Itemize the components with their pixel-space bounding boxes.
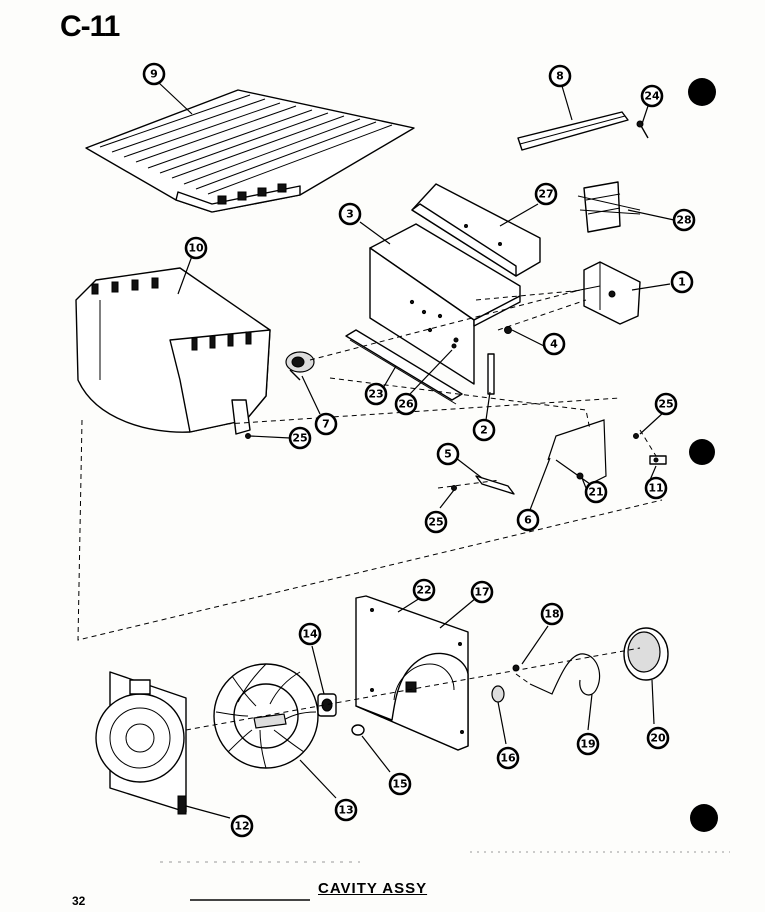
callout-25-left: 25 [288, 426, 312, 450]
callout-6: 6 [516, 508, 540, 532]
washer-16 [491, 685, 505, 703]
callout-12: 12 [230, 814, 254, 838]
fan-motor-7 [285, 351, 315, 381]
callout-18: 18 [540, 602, 564, 626]
svg-text:24: 24 [644, 90, 660, 103]
callout-23: 23 [364, 382, 388, 406]
callout-10: 10 [184, 236, 208, 260]
callout-3: 3 [338, 202, 362, 226]
callout-20: 20 [646, 726, 670, 750]
svg-text:21: 21 [588, 486, 603, 499]
bracket-27 [411, 183, 541, 277]
callout-25-right: 25 [654, 392, 678, 416]
svg-text:2: 2 [480, 424, 488, 437]
svg-text:25: 25 [428, 516, 443, 529]
hub-14 [317, 693, 337, 717]
callout-27: 27 [534, 182, 558, 206]
callout-2: 2 [472, 418, 496, 442]
wire-rod-6 [547, 419, 607, 485]
svg-text:8: 8 [556, 70, 564, 83]
shelf-rack [85, 89, 415, 213]
bracket-plate-5 [475, 475, 515, 495]
callout-11: 11 [644, 476, 668, 500]
callout-26: 26 [394, 392, 418, 416]
page-number: 32 [72, 894, 86, 908]
svg-text:25: 25 [292, 432, 307, 445]
drawing-caption: CAVITY ASSY [318, 880, 428, 897]
svg-text:27: 27 [538, 188, 553, 201]
svg-text:15: 15 [392, 778, 407, 791]
clip-assembly-28 [577, 181, 641, 233]
svg-text:16: 16 [500, 752, 516, 765]
fan-housing-12 [95, 671, 187, 815]
lower-channel-23 [345, 329, 463, 405]
leader-lines [157, 81, 675, 819]
timer-motor-1 [569, 261, 641, 325]
screw-25c [451, 485, 457, 491]
callout-5: 5 [436, 442, 460, 466]
svg-text:4: 4 [550, 338, 558, 351]
coil-spring-19 [529, 653, 601, 696]
cover-disc-20 [623, 627, 669, 681]
svg-text:19: 19 [580, 738, 595, 751]
callout-1: 1 [670, 270, 694, 294]
svg-text:12: 12 [234, 820, 249, 833]
callout-9: 9 [142, 62, 166, 86]
callout-7: 7 [314, 412, 338, 436]
nut-4 [504, 326, 512, 334]
svg-text:7: 7 [322, 418, 330, 431]
registration-dot-top [688, 78, 716, 106]
callout-24: 24 [640, 84, 664, 108]
callout-22: 22 [412, 578, 436, 602]
svg-text:6: 6 [524, 514, 532, 527]
callout-16: 16 [496, 746, 520, 770]
page-label: C-11 [60, 10, 120, 43]
registration-dot-bottom [690, 804, 718, 832]
washer-26 [451, 343, 457, 349]
callout-28: 28 [672, 208, 696, 232]
svg-text:13: 13 [338, 804, 353, 817]
latch-11 [649, 455, 667, 465]
cavity-box-3 [369, 223, 521, 385]
callout-17: 17 [470, 580, 494, 604]
svg-text:9: 9 [150, 68, 158, 81]
svg-text:17: 17 [474, 586, 489, 599]
svg-text:26: 26 [398, 398, 414, 411]
post-2 [487, 353, 495, 395]
callout-8: 8 [548, 64, 572, 88]
callout-13: 13 [334, 798, 358, 822]
svg-text:1: 1 [678, 276, 686, 289]
mounting-plate-22 [355, 595, 469, 751]
svg-text:20: 20 [650, 732, 666, 745]
svg-text:18: 18 [544, 608, 559, 621]
svg-text:11: 11 [648, 482, 663, 495]
svg-text:25: 25 [658, 398, 673, 411]
rail-strip [517, 111, 629, 151]
svg-text:3: 3 [346, 208, 354, 221]
svg-text:23: 23 [368, 388, 383, 401]
callout-21: 21 [584, 480, 608, 504]
fastener-21 [576, 472, 584, 480]
svg-text:22: 22 [416, 584, 431, 597]
registration-dot-middle [689, 439, 715, 465]
callout-19: 19 [576, 732, 600, 756]
blower-housing-scroll-10 [75, 267, 271, 435]
svg-text:5: 5 [444, 448, 452, 461]
screw-25b [633, 433, 639, 439]
screw-24 [636, 120, 649, 139]
bushing-15 [351, 724, 365, 736]
callout-15: 15 [388, 772, 412, 796]
svg-text:14: 14 [302, 628, 318, 641]
svg-text:10: 10 [188, 242, 204, 255]
callout-25-lower: 25 [424, 510, 448, 534]
svg-text:28: 28 [676, 214, 691, 227]
spring-clip-18 [512, 664, 520, 672]
callout-14: 14 [298, 622, 322, 646]
callout-4: 4 [542, 332, 566, 356]
screw-25a [245, 433, 251, 439]
